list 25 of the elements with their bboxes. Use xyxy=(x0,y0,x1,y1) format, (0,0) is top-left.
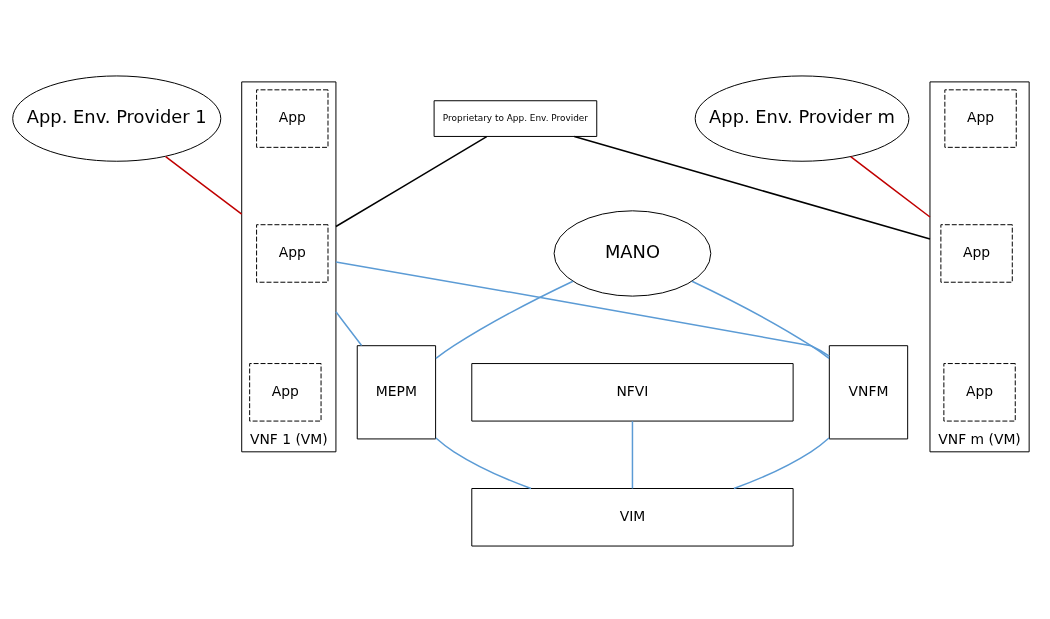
node-box: App xyxy=(944,88,1017,148)
connector xyxy=(164,155,243,215)
connector xyxy=(691,280,830,359)
node-box: MEPM xyxy=(356,344,437,439)
node-box: Proprietary to App. Env. Provider xyxy=(433,99,598,137)
node-box: VNFM xyxy=(828,344,909,439)
connector xyxy=(435,436,532,489)
connector xyxy=(335,135,488,227)
connector xyxy=(631,419,634,489)
connector xyxy=(335,310,363,346)
connector xyxy=(335,260,831,357)
node-box: App xyxy=(256,88,329,148)
connector xyxy=(733,436,830,489)
node-ellipse: App. Env. Provider m xyxy=(694,74,910,162)
node-box: NFVI xyxy=(471,362,794,422)
node-ellipse: MANO xyxy=(553,209,712,297)
connector xyxy=(849,155,931,218)
node-box: VIM xyxy=(471,487,794,547)
node-box: App xyxy=(943,362,1016,422)
node-box: App xyxy=(256,223,329,283)
node-ellipse: App. Env. Provider 1 xyxy=(12,74,222,162)
node-box: App xyxy=(249,362,322,422)
node-box: App xyxy=(940,223,1013,283)
connector xyxy=(435,280,574,359)
connector xyxy=(573,135,931,240)
